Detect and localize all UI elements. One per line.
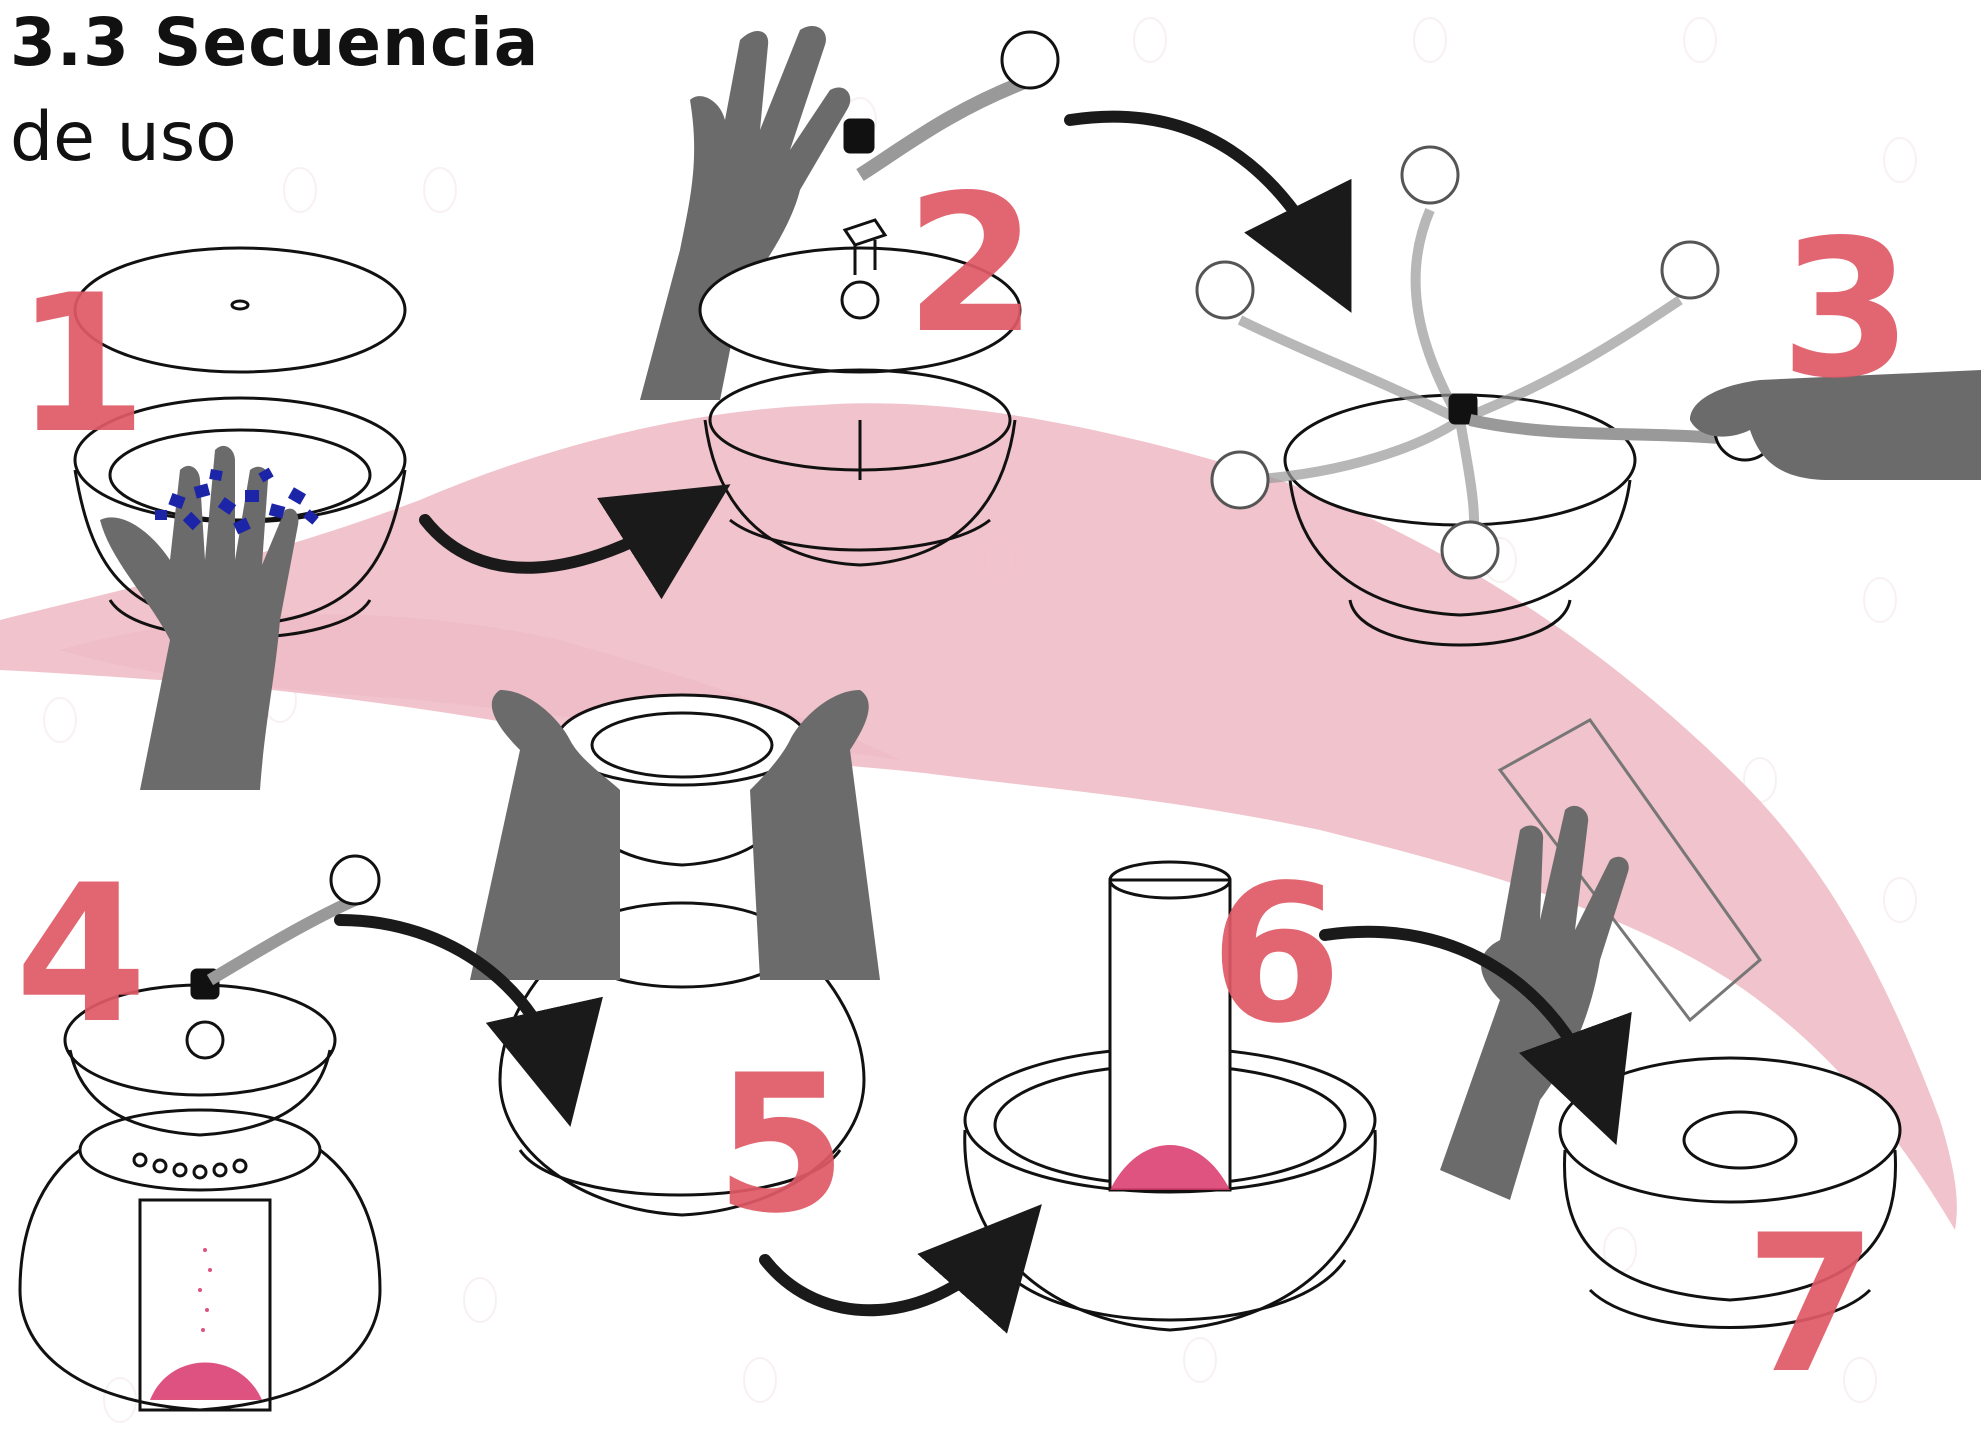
crank-knob — [331, 856, 379, 904]
step-number-7: 7 — [1745, 1210, 1877, 1400]
step-number-2: 2 — [905, 170, 1037, 360]
crank-handle — [210, 900, 355, 980]
step-number-5: 5 — [715, 1050, 847, 1240]
crank-nut — [845, 120, 873, 152]
step-number-6: 6 — [1210, 860, 1342, 1050]
holes — [134, 1154, 246, 1178]
crank-knob — [1002, 32, 1058, 88]
powder-fall — [150, 1248, 262, 1400]
bowl-rim — [1560, 1058, 1900, 1202]
arrow-2-to-3 — [1070, 117, 1330, 270]
spindle — [845, 220, 885, 245]
section-title: 3.3 Secuencia — [10, 10, 539, 76]
step-number-3: 3 — [1780, 215, 1912, 405]
step-number-1: 1 — [15, 270, 147, 460]
section-subtitle: de uso — [10, 104, 237, 172]
step-number-4: 4 — [15, 860, 147, 1050]
